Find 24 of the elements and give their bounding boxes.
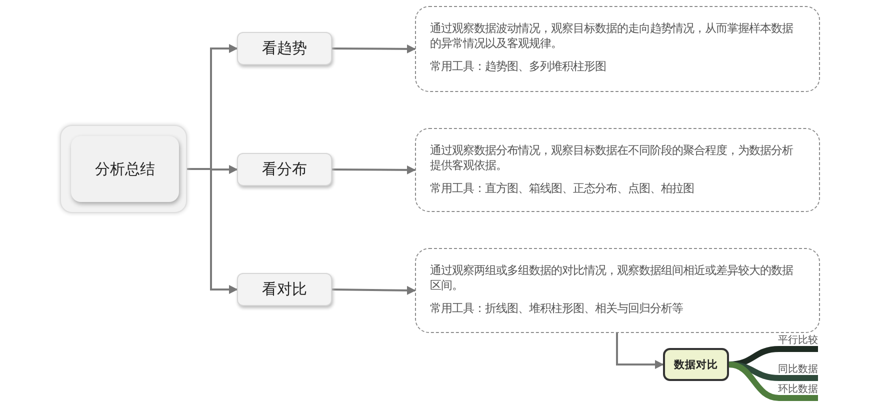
note-box <box>415 128 820 212</box>
root-box <box>60 125 187 213</box>
note-text: 常用工具：直方图、箱线图、正态分布、点图、柏拉图 <box>430 181 695 196</box>
topic-box: 看分布 <box>237 153 332 186</box>
topic-box: 看趋势 <box>237 32 332 65</box>
arrow <box>332 44 416 54</box>
branch-label: 同比数据 <box>770 362 818 375</box>
arrow <box>332 165 416 174</box>
topic-box: 数据对比 <box>663 348 729 381</box>
arrow <box>187 168 238 294</box>
topic-box: 看对比 <box>237 273 332 306</box>
note-box <box>415 248 820 333</box>
note-text: 通过观察数据波动情况，观察目标数据的走向趋势情况，从而掌握样本数据的异常情况以及客观规律。 <box>430 21 794 51</box>
note-text: 通过观察两组或多组数据的对比情况，观察数据组间相近或差异较大的数据区间。 <box>430 263 794 293</box>
note-text: 通过观察数据分布情况，观察目标数据在不同阶段的聚合程度，为数据分析提供客观依据。 <box>430 143 794 173</box>
arrow <box>616 333 664 369</box>
branch-label: 环比数据 <box>770 382 818 395</box>
note-box <box>415 6 820 92</box>
note-text: 常用工具：折线图、堆积柱形图、相关与回归分析等 <box>430 301 684 316</box>
arrow <box>332 286 416 295</box>
note-text: 常用工具：趋势图、多列堆积柱形图 <box>430 59 607 74</box>
root-label: 分析总结 <box>71 136 179 202</box>
branch-line <box>728 362 818 401</box>
branch-label: 平行比较 <box>770 333 818 346</box>
